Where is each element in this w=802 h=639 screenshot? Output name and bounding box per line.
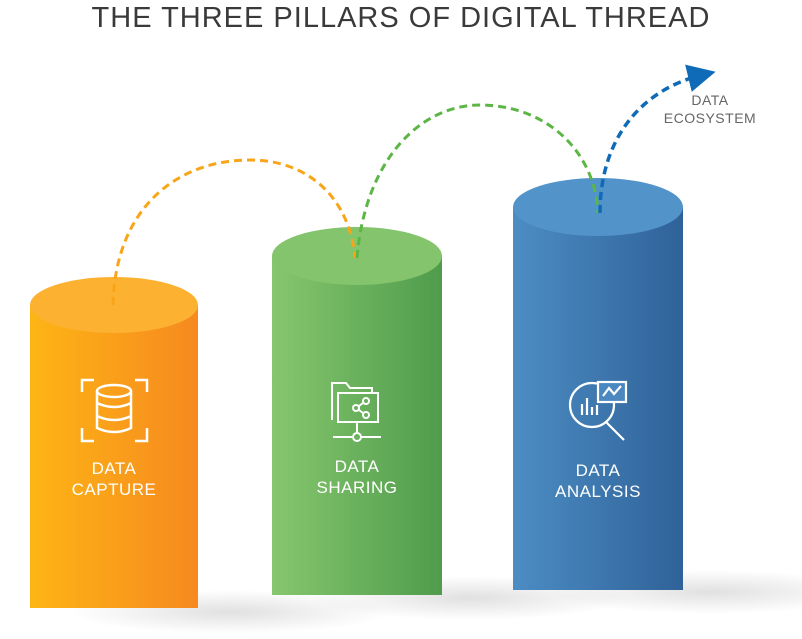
pillar-capture — [30, 277, 198, 608]
folder-share-icon — [331, 382, 381, 442]
page-title: THE THREE PILLARS OF DIGITAL THREAD — [91, 2, 711, 34]
blue-arrow — [598, 64, 716, 214]
label-line: DATA — [575, 461, 621, 480]
ecosystem-label: DATA ECOSYSTEM — [655, 91, 765, 127]
pillar-analysis-label: DATA ANALYSIS — [513, 460, 683, 502]
pillar-sharing-label: DATA SHARING — [272, 456, 442, 498]
pillar-sharing — [272, 227, 442, 595]
green-arc — [355, 103, 600, 259]
label-line: ANALYSIS — [555, 482, 641, 501]
label-line: SHARING — [316, 478, 398, 497]
database-icon — [80, 378, 149, 443]
orange-arc — [111, 158, 357, 306]
label-line: DATA — [691, 92, 729, 108]
magnifier-chart-icon — [568, 380, 628, 441]
label-line: ECOSYSTEM — [663, 110, 757, 126]
label-line: DATA — [334, 457, 380, 476]
label-line: CAPTURE — [71, 480, 157, 499]
label-line: DATA — [91, 459, 137, 478]
pillar-capture-label: DATA CAPTURE — [30, 458, 198, 500]
